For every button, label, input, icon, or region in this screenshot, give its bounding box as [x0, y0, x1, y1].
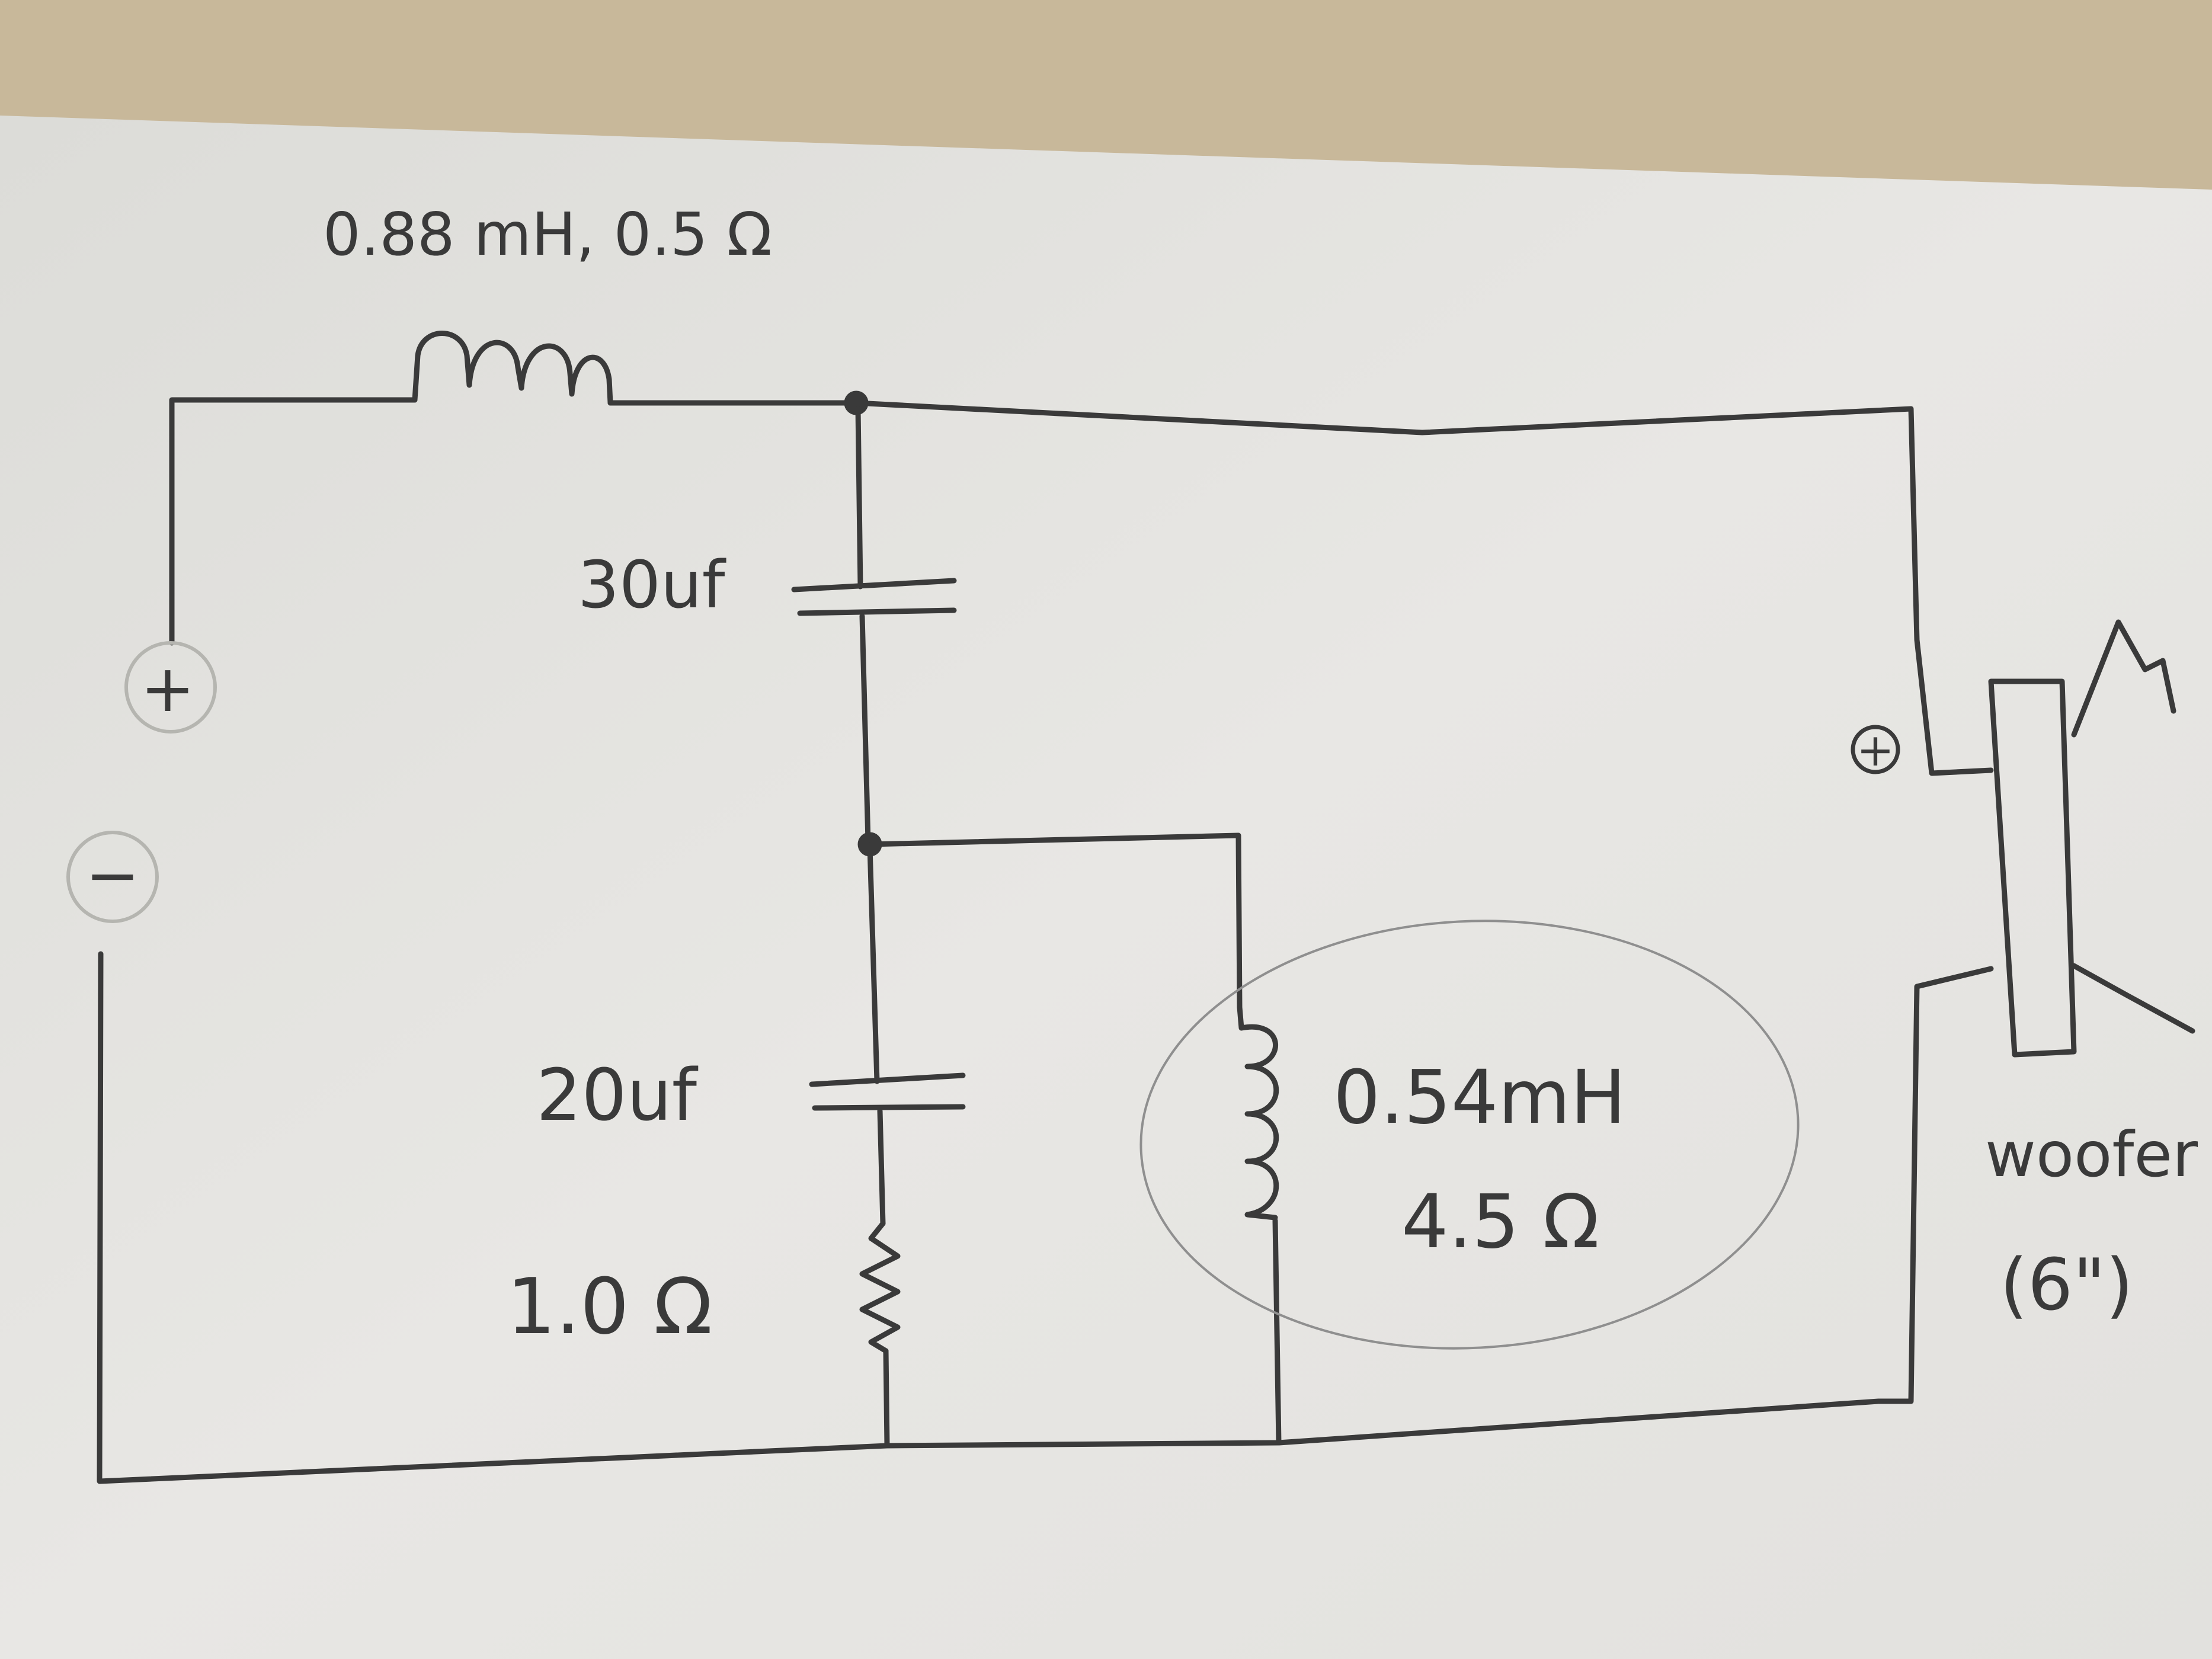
wire-mid-right: [868, 832, 1243, 1010]
woofer-magnet: [1988, 678, 2077, 1058]
cap-upper-plate-1: [791, 578, 957, 592]
shunt-inductor-symbol: [1237, 1004, 1279, 1221]
cap-upper-plate-2: [797, 607, 957, 616]
speaker-positive-terminal: [1851, 725, 1900, 774]
speaker-positive-symbol: +: [1856, 723, 1894, 776]
input-positive-terminal: [124, 641, 217, 734]
shunt-group-ellipse: [1139, 920, 1800, 1350]
resistor-lower-label: 1.0 Ω: [507, 1261, 712, 1351]
woofer-size-label: (6"): [2000, 1244, 2133, 1327]
cap-lower-plate-2: [812, 1104, 966, 1111]
cap-upper-label: 30uf: [578, 547, 726, 623]
woofer-cone: [2071, 619, 2176, 738]
input-negative-terminal: [66, 831, 159, 923]
wire-cap-lower-to-res: [877, 1108, 886, 1226]
woofer-label: woofer: [1985, 1119, 2198, 1191]
wire-cap-upper-to-mid: [859, 613, 871, 844]
wire-bottom: [97, 951, 1994, 1484]
wire-to-cap-upper: [855, 406, 863, 590]
shunt-inductor-value-label: 0.54mH: [1333, 1055, 1626, 1141]
cap-lower-plate-1: [809, 1072, 966, 1087]
wire-res-down: [883, 1348, 890, 1449]
cap-lower-label: 20uf: [536, 1055, 699, 1137]
woofer-cone-lower: [2071, 963, 2195, 1034]
input-negative-symbol: −: [85, 837, 140, 913]
input-positive-symbol: +: [140, 651, 195, 726]
shunt-inductor-resistance-label: 4.5 Ω: [1401, 1179, 1599, 1265]
wire-shunt-down: [1272, 1218, 1282, 1446]
wire-mid-down: [867, 844, 880, 1084]
wire-input-top: [169, 397, 418, 646]
resistor-symbol: [859, 1221, 901, 1354]
series-inductor-symbol: [412, 331, 613, 406]
paper-sheet: [0, 116, 2212, 1659]
series-inductor-label: 0.88 mH, 0.5 Ω: [323, 200, 772, 269]
